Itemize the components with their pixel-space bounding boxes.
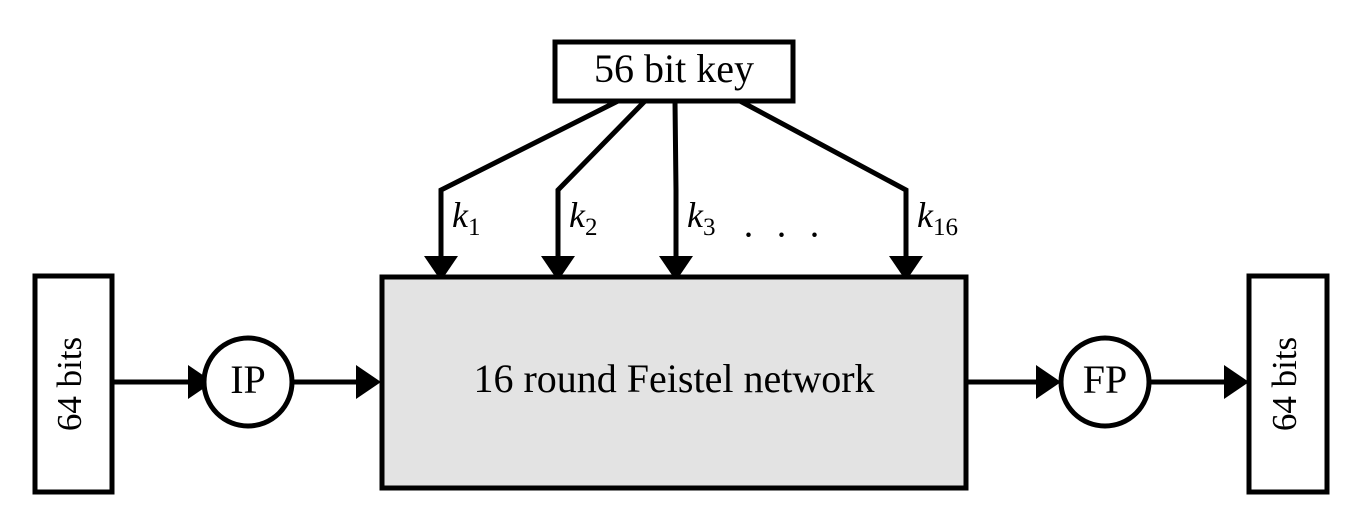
svg-text:k2: k2 [569, 195, 597, 240]
arrowhead-k16 [889, 256, 923, 281]
initial-permutation-node[interactable]: IP [201, 335, 295, 429]
round-keys-ellipsis: . . . [744, 204, 827, 246]
round-key-label-k2: k2 [569, 195, 597, 240]
input-block[interactable]: 64 bits [32, 273, 115, 495]
arrowhead-feistel-to-fp [1036, 365, 1061, 399]
edge-feistel-to-fp [966, 365, 1061, 399]
edge-ip-to-feistel [294, 365, 381, 399]
edge-key-to-k2 [541, 99, 647, 281]
final-permutation-node[interactable]: FP [1058, 335, 1152, 429]
arrowhead-fp-to-output [1224, 365, 1249, 399]
round-key-label-k1: k1 [452, 195, 480, 240]
arrowhead-k1 [424, 256, 458, 281]
svg-text:k3: k3 [687, 195, 715, 240]
feistel-network-label: 16 round Feistel network [473, 356, 874, 401]
final-permutation-label: FP [1083, 357, 1128, 402]
edge-key-to-k3 [659, 100, 693, 281]
feistel-network-block[interactable]: 16 round Feistel network [379, 274, 969, 491]
arrowhead-k2 [541, 256, 575, 281]
svg-text:k16: k16 [917, 195, 958, 240]
round-key-sub-k2: 2 [585, 214, 598, 241]
round-key-base-k16: k [917, 195, 934, 235]
arrowhead-ip-to-feistel [356, 365, 381, 399]
output-block[interactable]: 64 bits [1246, 273, 1330, 495]
round-key-base-k3: k [687, 195, 704, 235]
svg-text:k1: k1 [452, 195, 480, 240]
round-key-sub-k3: 3 [703, 214, 716, 241]
round-key-base-k2: k [569, 195, 586, 235]
key-block[interactable]: 56 bit key [552, 39, 796, 104]
round-key-sub-k16: 16 [933, 214, 958, 241]
key-block-label: 56 bit key [594, 46, 754, 91]
arrowhead-k3 [659, 256, 693, 281]
round-key-base-k1: k [452, 195, 469, 235]
edge-key-to-k16 [738, 98, 923, 281]
input-block-label: 64 bits [50, 337, 89, 431]
edge-input-to-ip [112, 365, 213, 399]
initial-permutation-label: IP [230, 357, 266, 402]
round-key-sub-k1: 1 [468, 214, 481, 241]
round-key-label-k16: k16 [917, 195, 958, 240]
edge-fp-to-output [1151, 365, 1249, 399]
edge-key-to-k1 [424, 98, 620, 281]
round-key-label-k3: k3 [687, 195, 715, 240]
arrowhead-input-to-ip [188, 365, 213, 399]
output-block-label: 64 bits [1265, 337, 1304, 431]
